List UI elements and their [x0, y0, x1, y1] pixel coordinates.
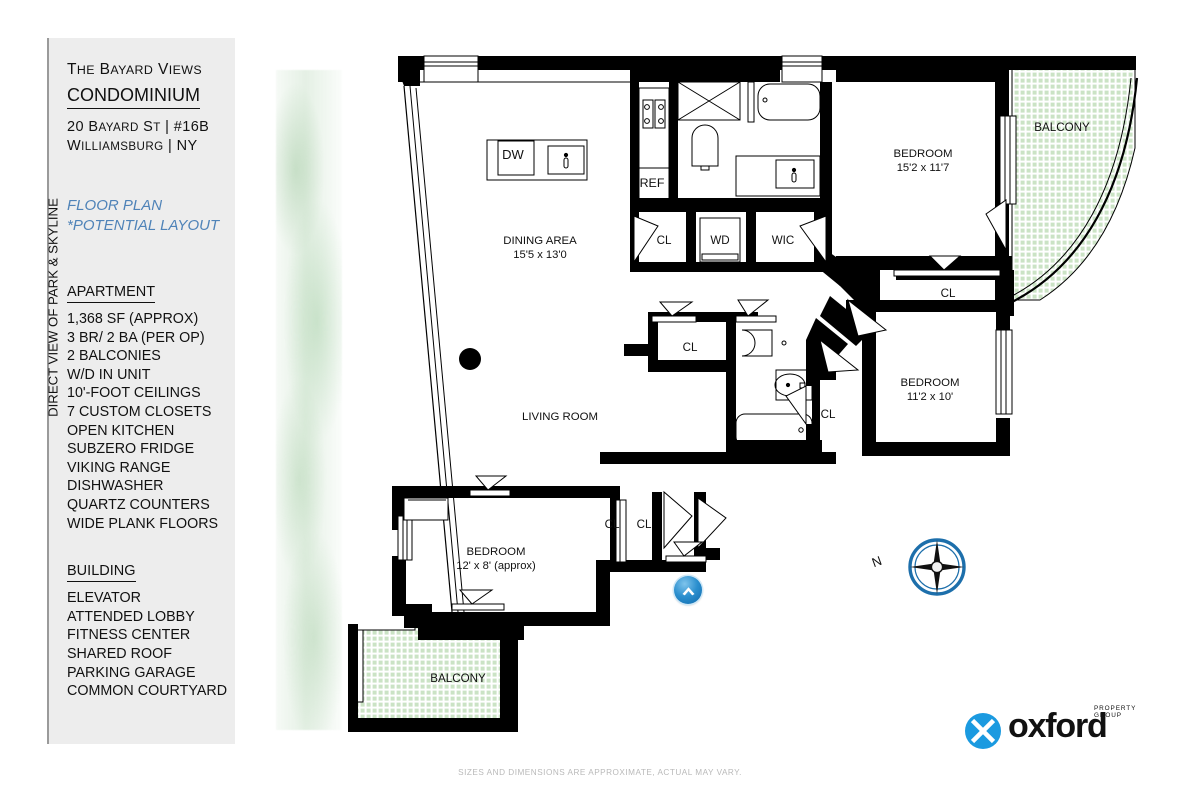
- building-feature-0: ELEVATOR: [67, 590, 141, 607]
- plan-kicker: FLOOR PLAN *POTENTIAL LAYOUT: [67, 196, 235, 236]
- interior-lines: [397, 55, 1017, 613]
- apartment-feature-9: DISHWASHER: [67, 478, 164, 495]
- apartment-feature-10: QUARTZ COUNTERS: [67, 496, 210, 513]
- apartment-feature-0: 1,368 SF (APPROX): [67, 311, 199, 327]
- tag-closet-bedroom-two: CL: [820, 408, 836, 421]
- oxford-mark-icon: [965, 713, 1001, 749]
- building-feature-5: COMMON COURTYARD: [67, 683, 228, 700]
- room-label-dining-area: DINING AREA 15'5 x 13'0: [503, 235, 577, 261]
- tag-washer-dryer: WD: [710, 234, 730, 247]
- info-panel: THE BAYARD VIEWS CONDOMINIUM 20 BAYARD S…: [47, 38, 235, 744]
- apartment-feature-list: 1,368 SF (APPROX) 3 BR/ 2 BA (PER OP) 2 BA…: [67, 310, 235, 533]
- room-label-bedroom-three: BEDROOM 12' x 8' (approx): [456, 546, 536, 572]
- plan-kicker-line-1: FLOOR PLAN: [67, 197, 163, 214]
- tag-closet-kitchen: CL: [656, 234, 672, 247]
- apartment-feature-8: VIKING RANGE: [67, 459, 171, 476]
- chevron-up-icon: [682, 586, 694, 595]
- building-feature-1: ATTENDED LOBBY: [67, 608, 195, 625]
- address-line-1: 20 BAYARD ST | #16B: [67, 119, 210, 135]
- logo-tagline: PROPERTY GROUP: [1094, 705, 1137, 719]
- disclaimer-text: SIZES AND DIMENSIONS ARE APPROXIMATE, AC…: [458, 768, 742, 777]
- title-block: THE BAYARD VIEWS CONDOMINIUM 20 BAYARD S…: [67, 60, 235, 156]
- apartment-feature-4: 10'-FOOT CEILINGS: [67, 385, 201, 402]
- compass-north-label: N: [869, 552, 884, 571]
- room-label-bedroom-two: BEDROOM 11'2 x 10': [900, 377, 960, 403]
- building-feature-3: SHARED ROOF: [67, 645, 172, 662]
- tag-walk-in-closet: WIC: [771, 234, 795, 247]
- apartment-feature-3: W/D IN UNIT: [67, 366, 151, 383]
- structural-column: [459, 348, 481, 370]
- address-line-2: WILLIAMSBURG | NY: [67, 138, 198, 154]
- logo-wordmark: oxford: [1008, 707, 1108, 745]
- room-label-bedroom-main: BEDROOM 15'2 x 11'7: [893, 148, 953, 174]
- tag-balcony-upper: BALCONY: [1034, 121, 1090, 134]
- tag-dishwasher: DW: [502, 147, 524, 162]
- tag-closet-bedroom-three-b: CL: [636, 518, 652, 531]
- apartment-feature-11: WIDE PLANK FLOORS: [67, 515, 219, 532]
- brand-type: CONDOMINIUM: [67, 83, 200, 109]
- apartment-heading: APARTMENT: [67, 282, 156, 303]
- apartment-feature-7: SUBZERO FRIDGE: [67, 441, 195, 458]
- oxford-logo: PROPERTY GROUP oxford: [964, 705, 1146, 752]
- apartment-feature-5: 7 CUSTOM CLOSETS: [67, 403, 212, 420]
- building-feature-4: PARKING GARAGE: [67, 664, 196, 681]
- compass-rose: N: [869, 536, 972, 598]
- tag-balcony-lower: BALCONY: [430, 672, 486, 685]
- brand-name: THE BAYARD VIEWS: [67, 61, 203, 78]
- room-label-living-room: LIVING ROOM: [521, 411, 599, 423]
- tag-closet-bedroom-main: CL: [940, 287, 956, 300]
- plan-kicker-line-2: *POTENTIAL LAYOUT: [67, 217, 220, 234]
- tag-closet-hall: CL: [682, 341, 698, 354]
- apartment-feature-1: 3 BR/ 2 BA (PER OP): [67, 329, 205, 346]
- apartment-feature-2: 2 BALCONIES: [67, 348, 161, 365]
- tag-refrigerator: REF: [639, 176, 665, 190]
- apartment-section: APARTMENT 1,368 SF (APPROX) 3 BR/ 2 BA (P…: [67, 282, 235, 533]
- watercolor-accent: [276, 70, 342, 730]
- building-feature-2: FITNESS CENTER: [67, 627, 191, 644]
- balconies: [354, 61, 1139, 727]
- compass-icon: [908, 538, 966, 596]
- building-heading: BUILDING: [67, 561, 136, 583]
- apartment-feature-6: OPEN KITCHEN: [67, 422, 175, 439]
- tag-closet-bedroom-three-a: CL: [604, 518, 620, 531]
- scroll-up-button[interactable]: [674, 576, 702, 604]
